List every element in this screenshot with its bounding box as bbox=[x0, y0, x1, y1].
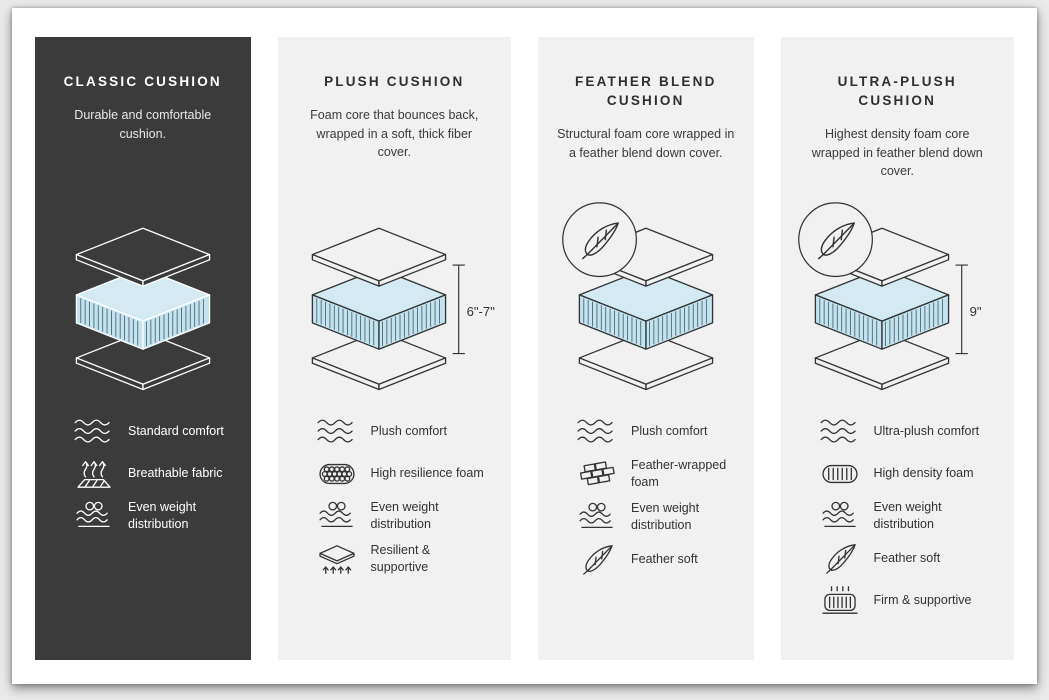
column-description: Highest density foam core wrapped in fea… bbox=[811, 126, 983, 179]
feature-item: High density foam bbox=[819, 457, 999, 490]
feather-icon bbox=[825, 544, 856, 574]
feature-label: Plush comfort bbox=[631, 424, 708, 439]
feature-item: Plush comfort bbox=[576, 415, 738, 448]
measurement-label: 9" bbox=[969, 304, 981, 319]
weight-icon bbox=[579, 502, 613, 528]
infographic-sheet: CLASSIC CUSHION Durable and comfortable c… bbox=[12, 8, 1037, 684]
feature-item: Standard comfort bbox=[73, 415, 235, 448]
feature-label: Standard comfort bbox=[128, 424, 224, 439]
feature-label: Plush comfort bbox=[370, 424, 447, 439]
feather-badge-icon bbox=[561, 202, 637, 278]
column-title: PLUSH CUSHION bbox=[324, 74, 465, 89]
feature-label: Feather soft bbox=[631, 551, 698, 566]
diagram-area: 9" bbox=[797, 197, 999, 405]
cushion-diagram bbox=[561, 202, 713, 391]
breathable-icon bbox=[77, 460, 111, 488]
column-header: CLASSIC CUSHION Durable and comfortable c… bbox=[51, 73, 235, 197]
column-title: ULTRA-PLUSH CUSHION bbox=[837, 74, 957, 108]
feature-item: Feather-wrapped foam bbox=[576, 457, 738, 491]
feather-icon bbox=[583, 545, 613, 575]
column-feather-blend-cushion: FEATHER BLEND CUSHION Structural foam cor… bbox=[538, 37, 754, 660]
feature-label: Feather-wrapped foam bbox=[631, 458, 727, 489]
feature-item: Firm & supportive bbox=[819, 584, 999, 617]
feature-label: Ultra-plush comfort bbox=[873, 424, 980, 439]
feature-item: Resilient & supportive bbox=[316, 542, 496, 576]
waves-icon bbox=[820, 419, 856, 443]
column-header: ULTRA-PLUSH CUSHION Highest density foam … bbox=[797, 73, 999, 197]
cushion-diagram bbox=[75, 227, 210, 391]
feature-item: Feather soft bbox=[576, 543, 738, 576]
waves-icon bbox=[317, 419, 353, 443]
diagram-area bbox=[51, 197, 235, 405]
feature-item: Breathable fabric bbox=[73, 457, 235, 490]
column-ultra-plush-cushion: ULTRA-PLUSH CUSHION Highest density foam … bbox=[780, 37, 1014, 660]
cushion-diagram: 9" bbox=[797, 202, 981, 391]
feature-label: Firm & supportive bbox=[873, 592, 972, 607]
feature-item: High resilience foam bbox=[316, 457, 496, 490]
bubbles-icon bbox=[318, 463, 355, 484]
column-header: PLUSH CUSHION Foam core that bounces back… bbox=[294, 73, 496, 197]
weight-icon bbox=[76, 501, 110, 527]
feather-badge-icon bbox=[797, 202, 873, 278]
column-description: Structural foam core wrapped in a feathe… bbox=[557, 126, 735, 160]
cushion-columns: CLASSIC CUSHION Durable and comfortable c… bbox=[35, 37, 1014, 660]
diagram-area bbox=[554, 197, 738, 405]
waves-icon bbox=[577, 419, 613, 443]
feature-label: Breathable fabric bbox=[128, 466, 223, 481]
feature-label: Even weight distribution bbox=[370, 500, 439, 531]
foam-blocks-icon bbox=[579, 461, 615, 486]
feature-item: Even weight distribution bbox=[316, 499, 496, 533]
resilient-icon bbox=[318, 544, 355, 574]
column-description: Durable and comfortable cushion. bbox=[74, 107, 212, 141]
feature-item: Plush comfort bbox=[316, 415, 496, 448]
height-measure bbox=[955, 264, 968, 355]
feature-item: Even weight distribution bbox=[576, 500, 738, 534]
weight-icon bbox=[821, 501, 856, 527]
feature-label: Even weight distribution bbox=[128, 500, 197, 531]
dense-foam-icon bbox=[821, 464, 858, 483]
measurement-label: 6"-7" bbox=[466, 304, 495, 319]
feature-label: Feather soft bbox=[873, 550, 941, 565]
weight-icon bbox=[318, 501, 353, 527]
feature-label: High density foam bbox=[873, 466, 974, 481]
diagram-area: 6"-7" bbox=[294, 197, 496, 405]
column-plush-cushion: PLUSH CUSHION Foam core that bounces back… bbox=[277, 37, 511, 660]
column-description: Foam core that bounces back, wrapped in … bbox=[310, 107, 479, 160]
waves-icon bbox=[74, 419, 110, 443]
feature-item: Even weight distribution bbox=[73, 499, 235, 533]
feature-item: Feather soft bbox=[819, 542, 999, 575]
height-measure bbox=[452, 264, 465, 355]
column-header: FEATHER BLEND CUSHION Structural foam cor… bbox=[554, 73, 738, 197]
feature-item: Ultra-plush comfort bbox=[819, 415, 999, 448]
firm-icon bbox=[821, 586, 858, 615]
feature-label: Resilient & supportive bbox=[370, 542, 431, 574]
cushion-diagram: 6"-7" bbox=[311, 227, 495, 391]
column-title: CLASSIC CUSHION bbox=[63, 74, 222, 89]
feature-label: High resilience foam bbox=[370, 466, 484, 481]
feature-item: Even weight distribution bbox=[819, 499, 999, 533]
feature-label: Even weight distribution bbox=[631, 500, 700, 532]
column-classic-cushion: CLASSIC CUSHION Durable and comfortable c… bbox=[35, 37, 251, 660]
column-title: FEATHER BLEND CUSHION bbox=[574, 74, 717, 108]
feature-label: Even weight distribution bbox=[873, 500, 942, 531]
